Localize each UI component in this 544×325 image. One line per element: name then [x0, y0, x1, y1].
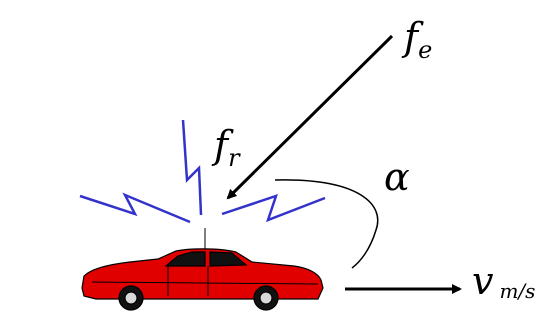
- v-main: v: [472, 259, 494, 303]
- reflected-wave-left: [79, 192, 191, 224]
- v-subscript: m/s: [499, 279, 535, 303]
- emitted-wave-arrow: [226, 34, 394, 200]
- fr-subscript: r: [228, 144, 241, 172]
- car-window-rear: [209, 251, 248, 267]
- angle-arc: [274, 179, 379, 269]
- car-window-front: [164, 251, 206, 267]
- fe-subscript: e: [418, 36, 432, 64]
- car-wheel-rear: [118, 285, 144, 311]
- reflected-waves: [79, 119, 326, 224]
- reflected-frequency-label: fr: [211, 123, 241, 172]
- reflected-wave-center: [181, 119, 203, 216]
- emitted-frequency-label: fe: [401, 15, 432, 64]
- car: [81, 228, 324, 311]
- reflected-wave-right: [221, 194, 326, 223]
- angle-label: α: [384, 155, 410, 199]
- car-wheel-front: [253, 285, 279, 311]
